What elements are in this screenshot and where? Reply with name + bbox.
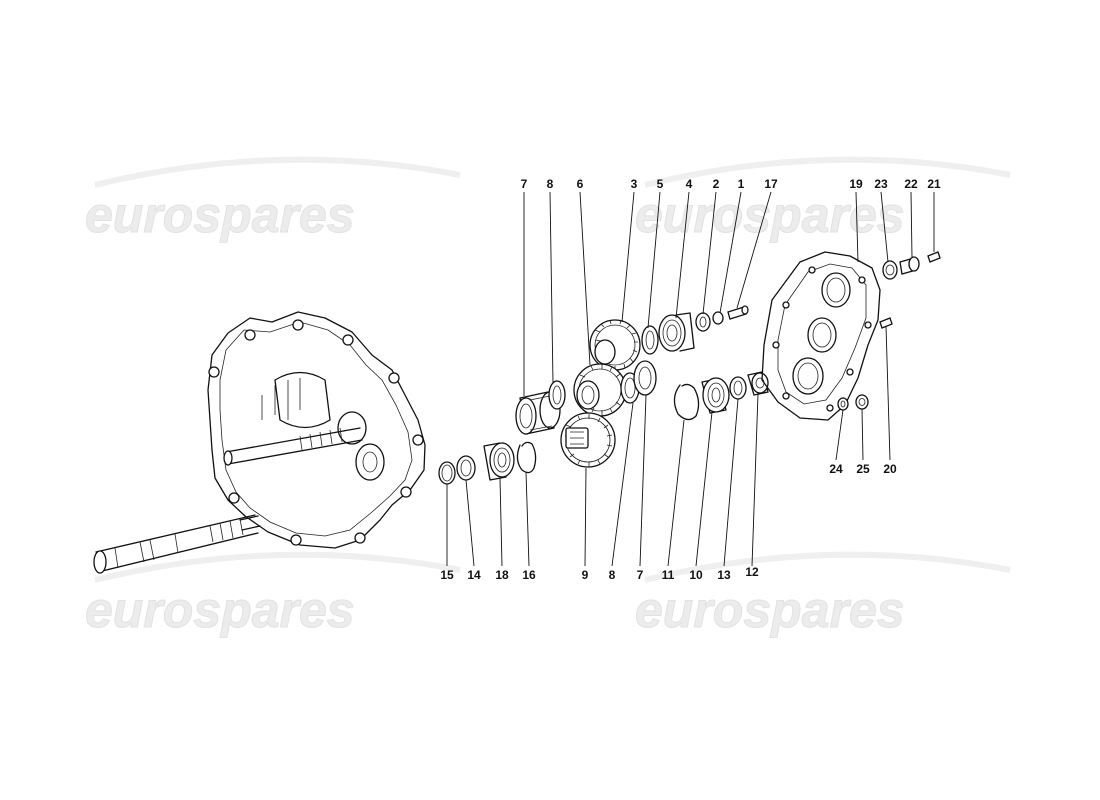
callout-7: 7 xyxy=(521,177,528,191)
callout-labels: 7 8 6 3 5 4 2 1 17 19 23 22 21 15 14 18 … xyxy=(440,177,941,582)
callout-25: 25 xyxy=(856,462,870,476)
callout-7-lower: 7 xyxy=(637,568,644,582)
callout-10: 10 xyxy=(689,568,703,582)
callout-8-lower: 8 xyxy=(609,568,616,582)
part-1-washer xyxy=(712,311,724,325)
watermark-top-right: eurospares xyxy=(635,156,1011,244)
callout-17: 17 xyxy=(764,177,778,191)
callout-22: 22 xyxy=(904,177,918,191)
part-7-roller-bearing-right xyxy=(633,360,657,396)
part-6-gear xyxy=(573,363,627,417)
watermark-top-left: eurospares xyxy=(85,156,461,244)
watermark-bottom-right: eurospares xyxy=(635,551,1011,639)
part-9-gear xyxy=(560,412,616,468)
part-2-nut xyxy=(695,312,711,332)
callout-9: 9 xyxy=(582,568,589,582)
callout-2: 2 xyxy=(713,177,720,191)
input-shaft xyxy=(223,427,363,531)
part-25-nut xyxy=(855,394,869,410)
callout-19: 19 xyxy=(849,177,863,191)
watermark-bottom-left: eurospares xyxy=(85,551,461,639)
part-14-spacer xyxy=(456,455,476,481)
callout-6: 6 xyxy=(577,177,584,191)
callout-8: 8 xyxy=(547,177,554,191)
watermark-text: eurospares xyxy=(85,187,355,243)
leader-lines xyxy=(446,191,935,567)
callout-21: 21 xyxy=(927,177,941,191)
callout-4: 4 xyxy=(686,177,693,191)
part-22-plug xyxy=(899,256,920,275)
callout-20: 20 xyxy=(883,462,897,476)
part-19-rear-cover xyxy=(761,251,881,421)
callout-5: 5 xyxy=(657,177,664,191)
output-shaft xyxy=(93,514,259,574)
part-24-washer xyxy=(837,397,849,411)
part-17-pin xyxy=(727,305,749,320)
part-8-spacer xyxy=(548,380,566,410)
callout-15: 15 xyxy=(440,568,454,582)
callout-3: 3 xyxy=(631,177,638,191)
callout-24: 24 xyxy=(829,462,843,476)
callout-23: 23 xyxy=(874,177,888,191)
part-21-screw xyxy=(927,251,941,263)
part-10-bearing xyxy=(701,377,730,414)
callout-1: 1 xyxy=(738,177,745,191)
part-5-ring xyxy=(641,325,659,355)
callout-16: 16 xyxy=(522,568,536,582)
part-13-spacer xyxy=(729,376,747,400)
part-11-circlip xyxy=(673,383,700,421)
part-23-ring xyxy=(882,260,898,280)
callout-12: 12 xyxy=(745,565,759,579)
clutch-housing xyxy=(207,311,426,549)
part-7-roller-bearing xyxy=(515,391,561,435)
callout-18: 18 xyxy=(495,568,509,582)
part-18-bearing xyxy=(483,442,515,481)
part-4-bearing xyxy=(658,312,695,352)
watermark-text: eurospares xyxy=(85,582,355,638)
watermark-text: eurospares xyxy=(635,582,905,638)
part-12-nut xyxy=(747,371,769,396)
part-15-snap-ring xyxy=(438,461,456,485)
part-20-stud xyxy=(879,317,893,329)
callout-13: 13 xyxy=(717,568,731,582)
part-16-circlip xyxy=(516,441,537,474)
part-3-gear xyxy=(589,319,641,371)
callout-11: 11 xyxy=(662,568,675,582)
callout-14: 14 xyxy=(467,568,481,582)
